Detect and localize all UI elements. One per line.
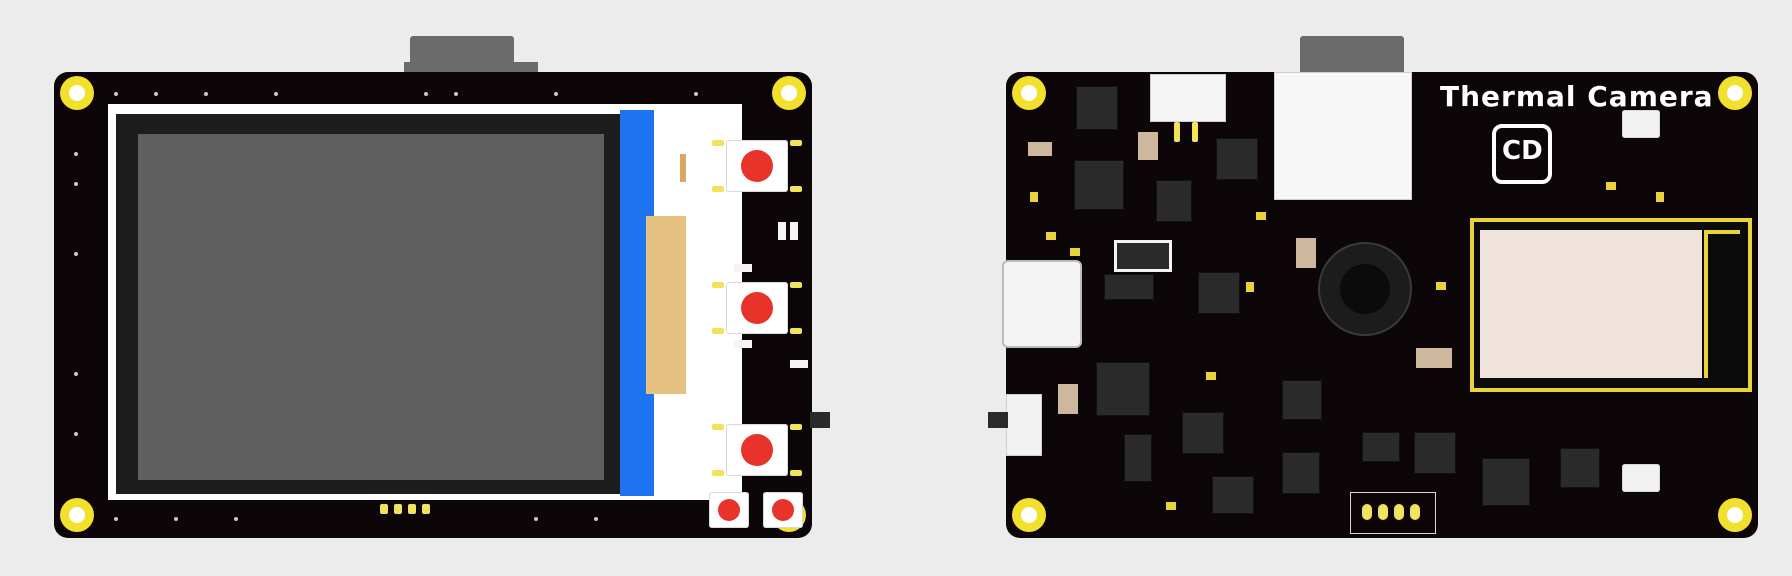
capacitor — [1138, 132, 1158, 160]
ic-chip — [1212, 476, 1254, 514]
sd-card-edge — [404, 62, 538, 72]
smd-resistor — [734, 264, 752, 272]
via — [424, 92, 428, 96]
smd-pad — [1206, 372, 1216, 380]
ic-chip — [1362, 432, 1400, 462]
smd-pad — [1436, 282, 1446, 290]
back-pcb-board: Thermal Camera CD — [1002, 36, 1758, 538]
tactile-button-small[interactable] — [709, 492, 749, 528]
via — [274, 92, 278, 96]
tactile-button-small[interactable] — [1622, 110, 1660, 138]
via — [174, 517, 178, 521]
mounting-hole — [1012, 498, 1046, 532]
ic-chip — [1482, 458, 1530, 506]
ic-chip — [1104, 274, 1154, 300]
slide-switch[interactable] — [810, 412, 830, 428]
capacitor — [1416, 348, 1452, 368]
via — [694, 92, 698, 96]
via — [594, 517, 598, 521]
capacitor — [1058, 384, 1078, 414]
board-title: Thermal Camera — [1440, 80, 1714, 113]
ic-chip — [1282, 452, 1320, 494]
capacitor — [1296, 238, 1316, 268]
tactile-button[interactable] — [726, 140, 788, 192]
smd-resistor — [778, 222, 786, 240]
ic-chip — [1216, 138, 1258, 180]
tactile-button[interactable] — [726, 424, 788, 476]
via — [534, 517, 538, 521]
via — [74, 252, 78, 256]
chip-logo — [1492, 124, 1552, 184]
smd-resistor — [790, 360, 808, 368]
via — [74, 182, 78, 186]
smd-pad — [1256, 212, 1266, 220]
ic-chip — [1182, 412, 1224, 454]
ic-chip — [1156, 180, 1192, 222]
via — [74, 152, 78, 156]
tactile-button-small[interactable] — [1622, 464, 1660, 492]
ic-chip — [1096, 362, 1150, 416]
via — [554, 92, 558, 96]
ic-chip — [1124, 434, 1152, 482]
smd-pad — [1656, 192, 1664, 202]
diode — [1114, 240, 1172, 272]
mounting-hole — [60, 498, 94, 532]
capacitor — [1028, 142, 1052, 156]
slide-switch[interactable] — [1006, 394, 1042, 456]
tactile-button[interactable] — [726, 282, 788, 334]
via — [74, 372, 78, 376]
wifi-shield — [1480, 230, 1702, 378]
ic-chip — [1414, 432, 1456, 474]
smd-pad — [1046, 232, 1056, 240]
via — [114, 517, 118, 521]
via — [454, 92, 458, 96]
lcd-pin-strip — [680, 154, 686, 182]
mounting-hole — [1718, 76, 1752, 110]
ic-chip — [1074, 160, 1124, 210]
tactile-button-small[interactable] — [763, 492, 803, 528]
mounting-hole — [60, 76, 94, 110]
via — [74, 432, 78, 436]
smd-resistor — [790, 222, 798, 240]
antenna-icon — [1704, 230, 1740, 378]
smd-pad — [1606, 182, 1616, 190]
ic-chip — [1198, 272, 1240, 314]
mounting-hole — [1718, 498, 1752, 532]
sd-card-back — [1300, 36, 1404, 72]
smd-pad — [1070, 248, 1080, 256]
smd-pad — [1246, 282, 1254, 292]
logo-text: CD — [1502, 136, 1543, 166]
buzzer-center — [1340, 264, 1390, 314]
smd-pad — [1166, 502, 1176, 510]
via — [154, 92, 158, 96]
smd-pad — [1030, 192, 1038, 202]
flex-cable-stiffener — [646, 216, 686, 394]
via — [114, 92, 118, 96]
smd-resistor — [734, 340, 752, 348]
usb-c-connector[interactable] — [1002, 260, 1082, 348]
slide-switch-knob — [988, 412, 1008, 428]
via — [234, 517, 238, 521]
battery-connector — [1150, 74, 1226, 122]
front-pcb-board — [54, 72, 812, 538]
mounting-hole — [772, 76, 806, 110]
mounting-hole — [1012, 76, 1046, 110]
ic-chip — [1076, 86, 1118, 130]
ic-chip — [1560, 448, 1600, 488]
sd-card-slot — [1274, 72, 1412, 200]
lcd-screen[interactable] — [138, 134, 604, 480]
via — [204, 92, 208, 96]
ic-chip — [1282, 380, 1322, 420]
pin-header — [1350, 492, 1436, 534]
